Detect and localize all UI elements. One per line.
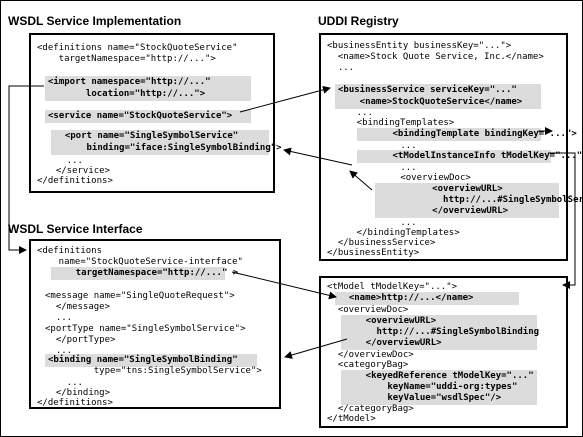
- code-line: <definitions: [37, 246, 103, 256]
- code-line: <definitions name="StockQuoteService": [37, 43, 238, 53]
- code-line: <name>Stock Quote Service, Inc.</name>: [327, 52, 544, 62]
- code-line: </definitions>: [37, 176, 113, 186]
- keyed-reference-highlight-1: <keyedReference tModelKey="...": [341, 370, 537, 383]
- business-service-highlight-1: <businessService serviceKey="...": [335, 84, 541, 97]
- code-line: <overviewDoc>: [327, 305, 409, 315]
- tmodel-overview-highlight-1: <overviewURL>: [341, 315, 537, 328]
- code-line: <tModel tModelKey="...">: [327, 282, 458, 292]
- code-line: <bindingTemplates>: [335, 118, 455, 128]
- overview-url-highlight-2: http://...#SingleSymbolService: [375, 194, 583, 207]
- tmodel-overview-highlight-2: http://...#SingleSymbolBinding: [341, 326, 539, 339]
- code-line: ...: [45, 156, 83, 166]
- code-line: ...: [357, 141, 417, 151]
- code-line: type="tns:SingleSymbolService">: [45, 366, 262, 376]
- service-to-business-service-arrow: [239, 85, 331, 113]
- code-line: ...: [327, 63, 355, 73]
- code-line: </portType>: [45, 335, 116, 345]
- tmodel-name-highlight: <name>http://...</name>: [335, 292, 519, 305]
- port-highlight-2: binding="iface:SingleSymbolBinding">: [51, 142, 282, 155]
- business-service-highlight-2: <name>StockQuoteService</name>: [335, 96, 541, 109]
- code-line: ...: [335, 108, 373, 118]
- code-line: <businessEntity businessKey="...">: [327, 41, 512, 51]
- overview-url-to-binding-template-arrow: [349, 170, 373, 191]
- namespace-to-tmodel-name-arrow: [231, 271, 337, 300]
- code-line: </businessEntity>: [327, 248, 420, 258]
- binding-template-to-port-arrow: [283, 147, 353, 166]
- code-line: </categoryBag>: [327, 404, 414, 414]
- binding-template-highlight: <bindingTemplate bindingKey="...">: [357, 128, 577, 141]
- service-highlight: <service name="StockQuoteService">: [45, 110, 251, 123]
- tmodel-box: <tModel tModelKey="..."> <name>http://..…: [319, 276, 568, 428]
- import-highlight-1: <import namespace="http://...": [45, 76, 251, 89]
- code-line: name="StockQuoteService-interface": [37, 257, 243, 267]
- code-line: <portType name="SingleSymbolService">: [45, 324, 246, 334]
- wsdl-impl-box: <definitions name="StockQuoteService" ta…: [29, 33, 282, 193]
- overview-url-highlight-3: </overviewURL>: [375, 205, 559, 218]
- wsdl-service-implementation-title: WSDL Service Implementation: [8, 14, 182, 28]
- keyed-reference-highlight-2: keyName="uddi-org:types": [341, 381, 537, 394]
- wsdl-interface-box: <definitions name="StockQuoteService-int…: [29, 239, 281, 409]
- code-line: </service>: [45, 166, 111, 176]
- tmodel-instance-info-highlight: <tModelInstanceInfo tModelKey="...">: [357, 150, 583, 163]
- code-line: targetNamespace="http://...">: [37, 54, 216, 64]
- uddi-registry-box: <businessEntity businessKey="..."> <name…: [319, 33, 583, 261]
- code-line: ...: [45, 378, 83, 388]
- tmodel-overview-highlight-3: </overviewURL>: [341, 337, 537, 350]
- import-to-interface-arrow: [8, 85, 44, 254]
- code-line: </message>: [45, 302, 111, 312]
- binding-highlight-1: <binding name="SingleSymbolBinding": [45, 354, 257, 367]
- code-line: </tModel>: [327, 414, 376, 424]
- uddi-registry-title: UDDI Registry: [318, 14, 399, 28]
- keyed-reference-highlight-3: keyValue="wsdlSpec"/>: [341, 392, 537, 405]
- code-line: ...: [45, 346, 73, 356]
- code-line: <message name="SingleQuoteRequest">: [45, 291, 235, 301]
- import-highlight-2: location="http://...">: [45, 88, 251, 101]
- tmodel-overview-to-binding-arrow: [284, 338, 348, 359]
- code-line: </businessService>: [327, 238, 436, 248]
- code-line: </overviewDoc>: [327, 350, 414, 360]
- code-line: <overviewDoc>: [357, 173, 471, 183]
- code-line: </binding>: [45, 388, 111, 398]
- code-line: ...: [357, 163, 417, 173]
- port-highlight-1: <port name="SingleSymbolService": [51, 130, 269, 143]
- wsdl-service-interface-title: WSDL Service Interface: [8, 222, 143, 236]
- code-line: ...: [357, 218, 417, 228]
- code-line: <categoryBag>: [327, 360, 409, 370]
- code-line: </definitions>: [37, 398, 113, 408]
- code-line: </bindingTemplates>: [335, 228, 460, 238]
- overview-url-highlight-1: <overviewURL>: [375, 183, 559, 196]
- tmodel-instance-to-tmodel-arrow: [548, 152, 576, 289]
- code-line: ...: [45, 313, 73, 323]
